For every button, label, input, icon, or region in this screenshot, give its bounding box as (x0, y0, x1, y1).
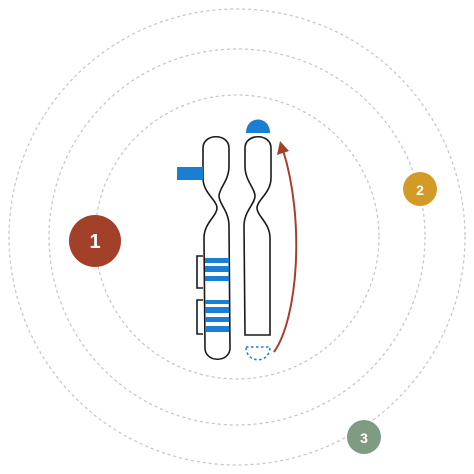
badge-3: 3 (347, 420, 381, 454)
translocated-cap (246, 119, 270, 133)
detached-segment (177, 167, 203, 180)
band (205, 266, 229, 272)
bracket-icon-upper (196, 255, 203, 289)
chromatid-right (243, 135, 272, 336)
badge-circle (347, 420, 381, 454)
arrow-path (273, 149, 298, 353)
badge-label: 2 (416, 182, 424, 198)
band (205, 276, 229, 281)
missing-segment-outline (245, 346, 271, 361)
chromosome-icon (202, 135, 272, 361)
arrow-head (277, 141, 289, 155)
band (205, 307, 229, 313)
chromosome-bands (205, 258, 229, 332)
badge-label: 3 (360, 430, 368, 446)
band (205, 317, 229, 322)
curved-arrow-icon (273, 141, 298, 353)
orbit-ring-inner (94, 94, 380, 380)
band (205, 326, 229, 332)
bracket-icons (196, 255, 203, 335)
band (205, 258, 229, 263)
badge-label: 1 (89, 231, 100, 253)
orbit-ring-middle (48, 48, 426, 426)
band (205, 300, 229, 304)
badge-2: 2 (403, 172, 437, 206)
orbit-ring-outer (8, 8, 466, 466)
chromatid-left (202, 135, 231, 361)
badge-1: 1 (69, 215, 121, 267)
bracket-icon-lower (196, 299, 203, 335)
badge-circle (69, 215, 121, 267)
badge-circle (403, 172, 437, 206)
